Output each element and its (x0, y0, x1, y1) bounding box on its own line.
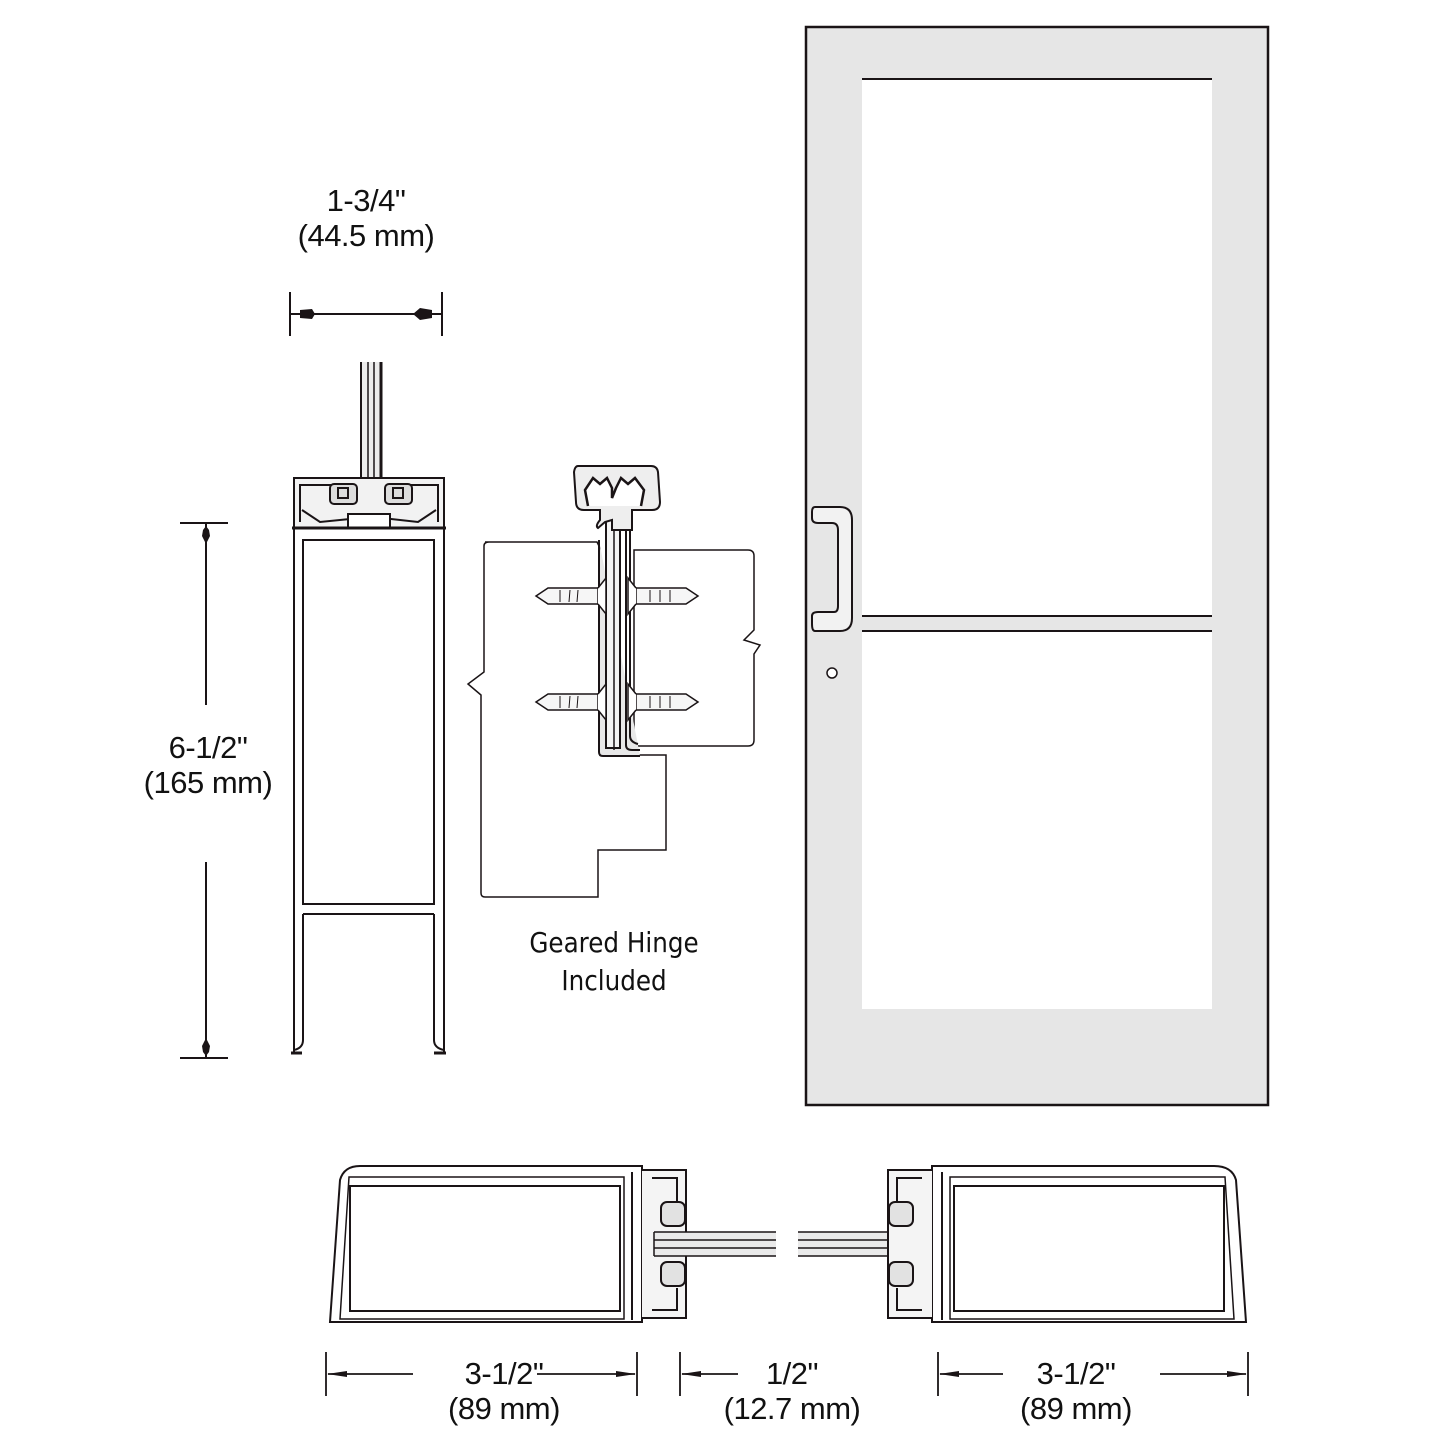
height-dimension-line (180, 522, 228, 1059)
width-dimension-line (289, 292, 443, 336)
glass-metric: (12.7 mm) (723, 1391, 861, 1426)
height-dimension-imperial: 6-1/2" (168, 730, 248, 765)
glass-imperial: 1/2" (765, 1356, 819, 1391)
left-stile-section (328, 1165, 687, 1323)
rail-section-view (291, 362, 446, 1055)
width-dimension-label: 1-3/4" (44.5 mm) (266, 183, 466, 253)
height-dimension-label: 6-1/2" (165 mm) (110, 730, 306, 800)
door-stile-block (633, 549, 762, 747)
geared-hinge-detail (466, 465, 762, 898)
bottom-dimension-lines (325, 1352, 1249, 1396)
width-dimension-imperial: 1-3/4" (326, 183, 406, 218)
glazing-pocket (292, 477, 446, 530)
left-stile-imperial: 3-1/2" (464, 1356, 544, 1391)
door-elevation (804, 25, 1270, 1107)
horizontal-section-view (328, 1165, 1248, 1323)
screw-icon (534, 575, 700, 723)
left-stile-dimension-label: 3-1/2" (89 mm) (404, 1356, 604, 1426)
lower-glass-lite (862, 631, 1212, 1009)
hinge-caption-line2: Included (561, 964, 667, 997)
lock-cylinder-icon (826, 667, 838, 679)
right-stile-section (887, 1165, 1248, 1323)
right-stile-dimension-label: 3-1/2" (89 mm) (976, 1356, 1176, 1426)
width-dimension-metric: (44.5 mm) (297, 218, 435, 253)
glass-left-section (653, 1231, 776, 1257)
height-dimension-metric: (165 mm) (143, 765, 273, 800)
left-stile-metric: (89 mm) (448, 1391, 560, 1426)
hinge-caption-line1: Geared Hinge (529, 926, 699, 959)
right-stile-metric: (89 mm) (1020, 1391, 1132, 1426)
upper-glass-lite (862, 79, 1212, 616)
rail-body (291, 528, 446, 1055)
right-stile-imperial: 3-1/2" (1036, 1356, 1116, 1391)
frame-jamb-block (466, 541, 667, 898)
hinge-caption: Geared Hinge Included (510, 924, 718, 1000)
pull-handle (811, 506, 853, 632)
glass-dimension-label: 1/2" (12.7 mm) (692, 1356, 892, 1426)
